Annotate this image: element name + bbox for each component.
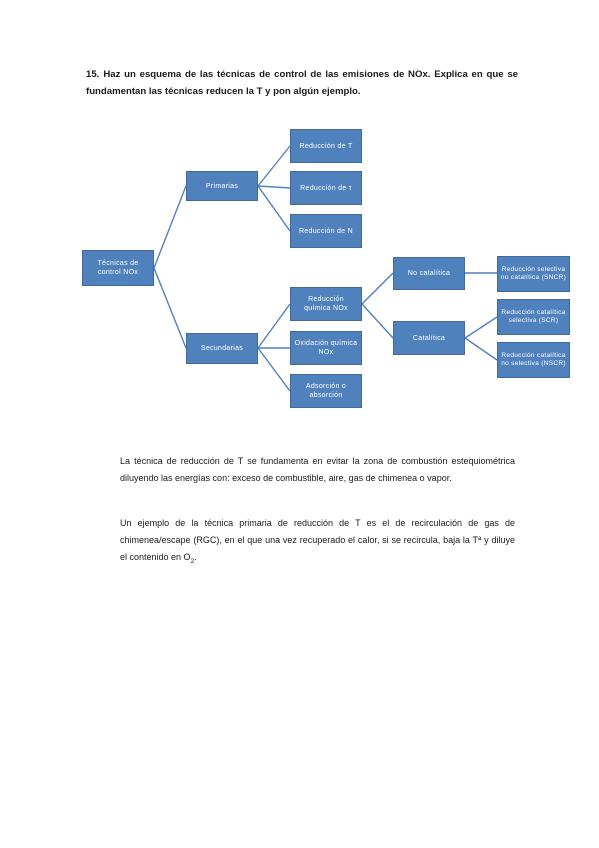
node-sncr: Reducción selectiva no catalítica (SNCR): [497, 256, 570, 292]
connector-secundarias-adsorcion: [257, 347, 291, 392]
node-no-catalitica: No catalítica: [393, 257, 465, 290]
node-reduccion-tau: Reducción de τ: [290, 171, 362, 205]
connector-primarias-red-tau: [257, 185, 291, 189]
node-root: Técnicas de control NOx: [82, 250, 154, 286]
diagram-connectors: [153, 145, 498, 392]
node-reduccion-n: Reducción de N: [290, 214, 362, 248]
connector-catalitica-scr: [464, 316, 498, 339]
paragraph-fundamento: La técnica de reducción de T se fundamen…: [120, 456, 515, 483]
connector-primarias-red-n: [257, 185, 291, 232]
node-nscr: Reducción catalítica no selectiva (NSCR): [497, 342, 570, 378]
paragraph-ejemplo-end: .: [194, 552, 197, 562]
node-primarias: Primarias: [186, 171, 258, 201]
node-catalitica: Catalítica: [393, 321, 465, 355]
nox-control-diagram: Técnicas de control NOx Primarias Secund…: [0, 0, 599, 420]
connector-root-secundarias: [153, 267, 187, 349]
node-reduccion-quimica: Reducción química NOx: [290, 287, 362, 321]
connector-root-primarias: [153, 185, 187, 269]
question-text: Haz un esquema de las técnicas de contro…: [86, 69, 518, 97]
connector-primarias-red-t: [257, 145, 291, 187]
question-heading: 15.Haz un esquema de las técnicas de con…: [86, 66, 518, 100]
connector-secundarias-red-quimica: [257, 303, 291, 349]
connector-catalitica-nscr: [464, 337, 498, 361]
oxygen-subscript: 2: [190, 557, 195, 565]
connector-red-quimica-catalitica: [361, 303, 394, 339]
node-adsorcion: Adsorción o absorción: [290, 374, 362, 408]
paragraph-ejemplo: Un ejemplo de la técnica primaria de red…: [120, 515, 515, 570]
connector-red-quimica-no-catalitica: [361, 272, 394, 305]
node-scr: Reducción catalítica selectiva (SCR): [497, 299, 570, 335]
node-oxidacion-quimica: Oxidación química NOx: [290, 331, 362, 365]
node-secundarias: Secundarias: [186, 333, 258, 364]
node-reduccion-t: Reducción de T: [290, 129, 362, 163]
question-number: 15.: [86, 69, 100, 80]
paragraph-ejemplo-text: Un ejemplo de la técnica primaria de red…: [120, 518, 515, 562]
